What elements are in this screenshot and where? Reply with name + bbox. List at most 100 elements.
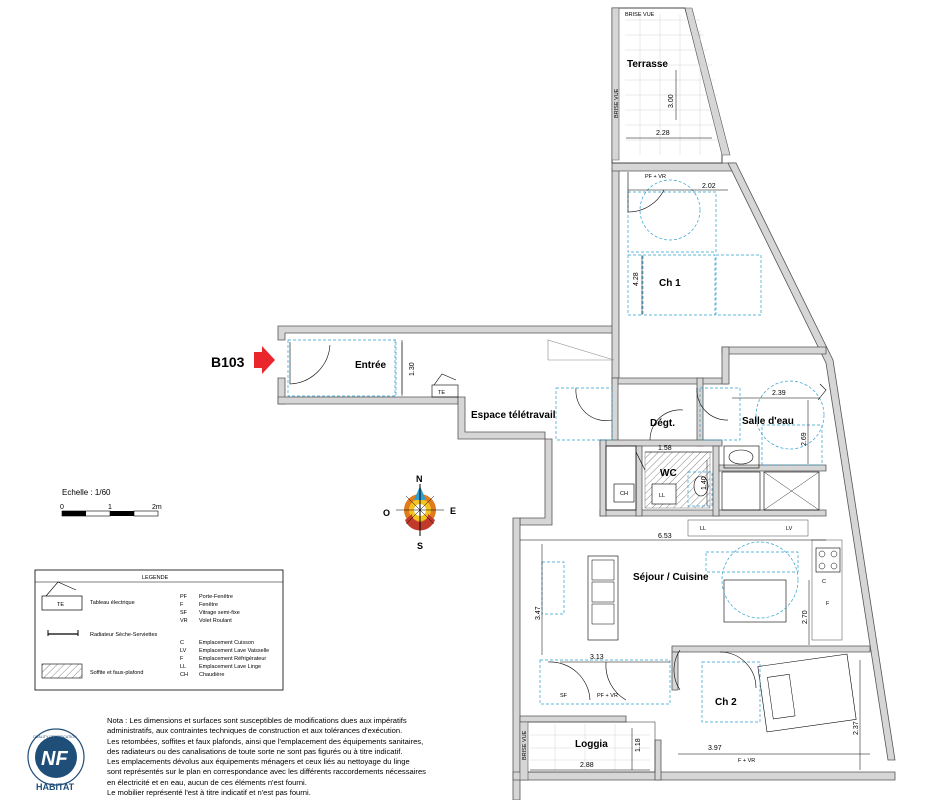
dim-loggia-h: 1.18 bbox=[635, 738, 642, 752]
note-line: Les emplacements dévolus aux équipements… bbox=[107, 757, 410, 767]
note-line: sont représentés sur le plan en correspo… bbox=[107, 767, 426, 777]
svg-text:Emplacement Lave Linge: Emplacement Lave Linge bbox=[199, 664, 261, 670]
terrasse bbox=[611, 7, 731, 164]
compass-n: N bbox=[416, 474, 423, 484]
wall-wc-right bbox=[712, 445, 720, 517]
ch1-furniture bbox=[627, 179, 762, 316]
legend-title: LEGENDE bbox=[142, 575, 169, 581]
svg-text:LL: LL bbox=[180, 664, 186, 670]
entrance-arrow-icon bbox=[254, 346, 275, 374]
legend-te-code: TE bbox=[57, 602, 64, 608]
wall-salle-left bbox=[721, 346, 730, 385]
wall-ch1-top bbox=[611, 162, 737, 172]
wall-entrance-bottom bbox=[277, 396, 459, 405]
salle-furniture bbox=[721, 380, 827, 511]
room-label-teletravail: Espace télétravail bbox=[471, 410, 556, 421]
marker-brise-vue-side: BRISE VUE bbox=[614, 88, 620, 118]
dim-wc-h: 1.40 bbox=[701, 476, 708, 490]
wall-ch2-left-low bbox=[654, 739, 662, 781]
marker-f: F bbox=[826, 601, 830, 607]
room-label-wc: WC bbox=[660, 468, 677, 479]
kitchen-counter bbox=[687, 519, 809, 537]
ch1-bed bbox=[642, 254, 716, 316]
note-line: Le mobilier représenté l'est à titre ind… bbox=[107, 788, 311, 798]
marker-te: TE bbox=[438, 390, 445, 396]
marker-lv: LV bbox=[786, 526, 793, 532]
marker-pf-vr-sejour: PF + VR bbox=[597, 693, 618, 699]
wall-degt-left bbox=[611, 377, 619, 447]
dim-ch1-w: 2.02 bbox=[702, 183, 716, 190]
sejour-furniture bbox=[539, 541, 841, 705]
wall-sejour-left bbox=[512, 517, 521, 800]
room-label-salle-eau: Salle d'eau bbox=[742, 416, 794, 427]
ch1-door-clearance bbox=[639, 179, 701, 241]
marker-pf-vr-ch1: PF + VR bbox=[645, 174, 666, 180]
dim-entree-h: 1.30 bbox=[409, 362, 416, 376]
svg-text:SF: SF bbox=[180, 610, 188, 616]
walls bbox=[277, 162, 896, 800]
wall-wc-left bbox=[635, 445, 643, 517]
dim-loggia-w: 2.88 bbox=[580, 762, 594, 769]
svg-text:LV: LV bbox=[180, 648, 187, 654]
wall-bottom bbox=[512, 771, 896, 781]
ch2-furniture bbox=[701, 651, 857, 733]
svg-text:Volet Roulant: Volet Roulant bbox=[199, 618, 232, 624]
dim-salle-w: 2.39 bbox=[772, 390, 786, 397]
scale-tick-2: 2m bbox=[152, 504, 162, 511]
dimension-lines bbox=[401, 189, 870, 771]
room-label-degt: Dégt. bbox=[650, 418, 675, 429]
degt-furniture bbox=[547, 339, 741, 441]
wall-diagonal bbox=[727, 162, 896, 761]
nf-habitat-logo: NF QUALITY CERTIFICATION HABITAT bbox=[27, 728, 85, 792]
wall-entrance-top bbox=[277, 325, 615, 341]
svg-text:Emplacement Réfrigérateur: Emplacement Réfrigérateur bbox=[199, 656, 266, 662]
marker-brise-vue-loggia: BRISE VUE bbox=[522, 730, 528, 760]
room-label-entree: Entrée bbox=[355, 360, 387, 371]
marker-ll: LL bbox=[700, 526, 706, 532]
svg-text:F: F bbox=[180, 602, 184, 608]
scale-tick-1: 1 bbox=[108, 504, 112, 511]
scale-label: Echelle : 1/60 bbox=[62, 488, 111, 497]
note-line: des radiateurs ou des canalisations de t… bbox=[107, 746, 403, 756]
svg-text:VR: VR bbox=[180, 618, 188, 624]
note-line: en électricité et en eau, aucun de ces é… bbox=[107, 777, 307, 787]
dim-terrasse-w: 2.28 bbox=[656, 130, 670, 137]
marker-ch: CH bbox=[620, 491, 628, 497]
marker-sf: SF bbox=[560, 693, 568, 699]
scale-tick-0: 0 bbox=[60, 504, 64, 511]
room-label-sejour: Séjour / Cuisine bbox=[633, 572, 709, 583]
legend-abbreviations: PF Porte-Fenêtre F Fenêtre SF Vitrage se… bbox=[180, 594, 269, 678]
room-label-ch2: Ch 2 bbox=[715, 697, 737, 708]
shower bbox=[763, 471, 820, 511]
svg-text:Emplacement Lave Vaisselle: Emplacement Lave Vaisselle bbox=[199, 648, 269, 654]
wall-ch1-bottom bbox=[611, 377, 729, 385]
note-line: administratifs, aux contraintes techniqu… bbox=[107, 726, 403, 736]
scale-bar: Echelle : 1/60 0 1 2m bbox=[60, 488, 162, 517]
apartment-id: B103 bbox=[211, 354, 245, 370]
dim-wc-w: 1.58 bbox=[658, 445, 672, 452]
wall-ch1-left bbox=[611, 167, 620, 381]
dim-terrasse-h: 3.00 bbox=[668, 94, 675, 108]
legend-soffite-label: Soffite et faux-plafond bbox=[90, 670, 143, 676]
marker-c: C bbox=[822, 579, 826, 585]
compass-e: E bbox=[450, 506, 456, 516]
marker-f-vr: F + VR bbox=[738, 758, 755, 764]
dim-sejour-w2: 3.13 bbox=[590, 654, 604, 661]
svg-text:Fenêtre: Fenêtre bbox=[199, 602, 218, 608]
dim-sejour-h2: 2.70 bbox=[802, 610, 809, 624]
ch1-wardrobe bbox=[627, 191, 717, 253]
svg-text:Emplacement Cuisson: Emplacement Cuisson bbox=[199, 640, 254, 646]
logo-text: NF bbox=[41, 748, 68, 770]
dim-ch1-h: 4.28 bbox=[633, 272, 640, 286]
wall-service-left bbox=[599, 439, 607, 517]
room-label-loggia: Loggia bbox=[575, 739, 608, 750]
note-line: Nota : Les dimensions et surfaces sont s… bbox=[107, 716, 407, 725]
loggia bbox=[519, 721, 656, 781]
wall-ch2-top bbox=[671, 645, 871, 653]
svg-text:Porte-Fenêtre: Porte-Fenêtre bbox=[199, 594, 233, 600]
dim-sejour-h: 3.47 bbox=[535, 606, 542, 620]
marker-brise-vue-top: BRISE VUE bbox=[625, 12, 655, 18]
washbasin bbox=[723, 445, 760, 469]
dim-ch2-h: 2.37 bbox=[853, 721, 860, 735]
wall-salle-top bbox=[721, 346, 827, 355]
